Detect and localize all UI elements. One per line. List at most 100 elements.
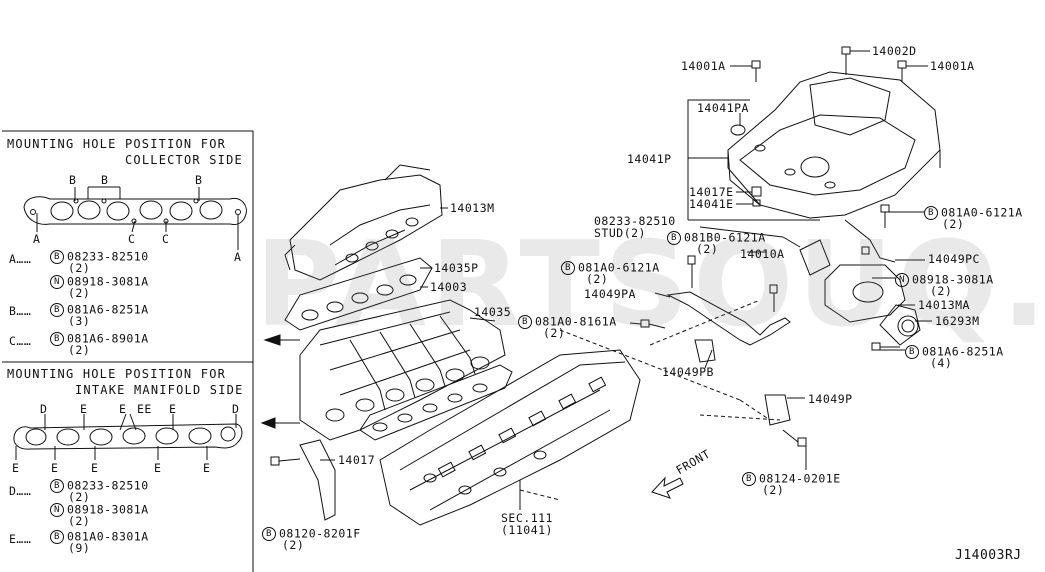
collector-gasket-part	[284, 257, 433, 331]
callout-08918-3081A-qty: (2)	[930, 284, 953, 298]
intake-bottom-marker-2: E	[51, 461, 59, 475]
bolt-symbol-icon: B	[561, 261, 575, 275]
leader-lines	[320, 50, 932, 510]
intake-collector-drawing	[284, 164, 443, 281]
callout-14041E: 14041E	[689, 197, 734, 211]
cover-bolts	[751, 46, 907, 228]
callout-sec-ref: SEC.111	[501, 511, 553, 525]
legend-d-key: D……	[9, 484, 32, 498]
brackets-drawing	[299, 219, 921, 521]
guide-lines	[519, 299, 781, 501]
intake-bottom-marker-4: E	[154, 461, 162, 475]
callout-14013MA: 14013MA	[918, 298, 970, 312]
intake-bottom-marker-5: E	[203, 461, 211, 475]
callout-14041P: 14041P	[627, 152, 672, 166]
intake-panel-title-1: MOUNTING HOLE POSITION FOR	[7, 367, 227, 381]
callout-08120-8201F-qty: (2)	[282, 538, 305, 552]
callout-14049PC: 14049PC	[928, 252, 980, 266]
callout-14010A: 14010A	[740, 247, 785, 261]
callout-14017: 14017	[338, 453, 376, 467]
panel-divider-line	[2, 130, 254, 572]
intake-bottom-marker-1: E	[12, 461, 20, 475]
intake-top-marker-6: D	[232, 402, 240, 416]
intake-bottom-marker-3: E	[91, 461, 99, 475]
intake-top-marker-2: E	[80, 402, 88, 416]
legend-a-part-1-qty: (2)	[68, 261, 91, 275]
manifold-gasket-part	[359, 364, 513, 441]
legend-a-part-2-qty: (2)	[68, 286, 91, 300]
callout-14002D: 14002D	[872, 44, 917, 58]
intake-manifold-drawing	[299, 299, 506, 441]
legend-e-part-1-qty: (9)	[68, 541, 91, 555]
callout-081A0-8161A-qty: (2)	[543, 326, 566, 340]
intake-top-marker-3: E	[119, 402, 127, 416]
collector-marker-c2: C	[162, 232, 170, 246]
callout-081A0-6121A-right-qty: (2)	[942, 217, 965, 231]
bolt-symbol-icon: B	[50, 530, 64, 544]
bolt-symbol-icon: B	[262, 527, 276, 541]
nut-symbol-icon: N	[895, 273, 909, 287]
callout-14017E: 14017E	[689, 185, 734, 199]
callout-081A0-6121A-left-qty: (2)	[586, 272, 609, 286]
callout-sec-ref-sub: (11041)	[501, 523, 553, 537]
callout-stud-code: 08233-82510	[594, 214, 676, 228]
collector-marker-b2: B	[101, 173, 109, 187]
callout-14049PA: 14049PA	[584, 287, 636, 301]
collector-panel-title-2: COLLECTOR SIDE	[125, 153, 243, 167]
collector-gasket-drawing	[23, 186, 247, 250]
front-arrow	[651, 476, 684, 499]
collector-marker-b1: B	[69, 173, 77, 187]
diagram-id: J14003RJ	[955, 548, 1022, 563]
bolt-symbol-icon: B	[924, 206, 938, 220]
collector-marker-c1: C	[128, 232, 136, 246]
bolt-symbol-icon: B	[50, 479, 64, 493]
callout-16293M: 16293M	[935, 314, 980, 328]
callout-14001A-right: 14001A	[930, 59, 975, 73]
legend-a-key: A……	[9, 252, 32, 266]
legend-c-part-1-qty: (2)	[68, 343, 91, 357]
intake-top-marker-ee: EE	[137, 402, 152, 416]
callout-14035P: 14035P	[434, 261, 479, 275]
callout-14003: 14003	[430, 280, 468, 294]
legend-e-key: E……	[9, 532, 32, 546]
collector-marker-a2: A	[234, 250, 242, 264]
intake-panel-title-2: INTAKE MANIFOLD SIDE	[75, 383, 244, 397]
legend-c-key: C……	[9, 334, 32, 348]
callout-081A6-8251A-qty: (4)	[930, 356, 953, 370]
bolt-symbol-icon: B	[50, 250, 64, 264]
direction-arrows	[260, 334, 300, 429]
nut-symbol-icon: N	[50, 275, 64, 289]
callout-08124-0201E-qty: (2)	[762, 483, 785, 497]
bolt-symbol-icon: B	[667, 231, 681, 245]
bolt-symbol-icon: B	[742, 472, 756, 486]
callout-stud-text: STUD(2)	[594, 226, 646, 240]
collector-marker-a1: A	[33, 232, 41, 246]
collector-marker-b3: B	[195, 173, 203, 187]
nut-symbol-icon: N	[50, 503, 64, 517]
callout-14013M: 14013M	[450, 201, 495, 215]
fasteners	[270, 236, 900, 466]
legend-b-key: B……	[9, 304, 32, 318]
legend-b-part-1-qty: (3)	[68, 314, 91, 328]
collector-panel-title-1: MOUNTING HOLE POSITION FOR	[7, 137, 227, 151]
intake-top-marker-1: D	[40, 402, 48, 416]
bolt-symbol-icon: B	[518, 315, 532, 329]
callout-14049P: 14049P	[808, 392, 853, 406]
callout-14001A-left: 14001A	[681, 59, 726, 73]
intake-gasket-drawing	[13, 413, 243, 460]
